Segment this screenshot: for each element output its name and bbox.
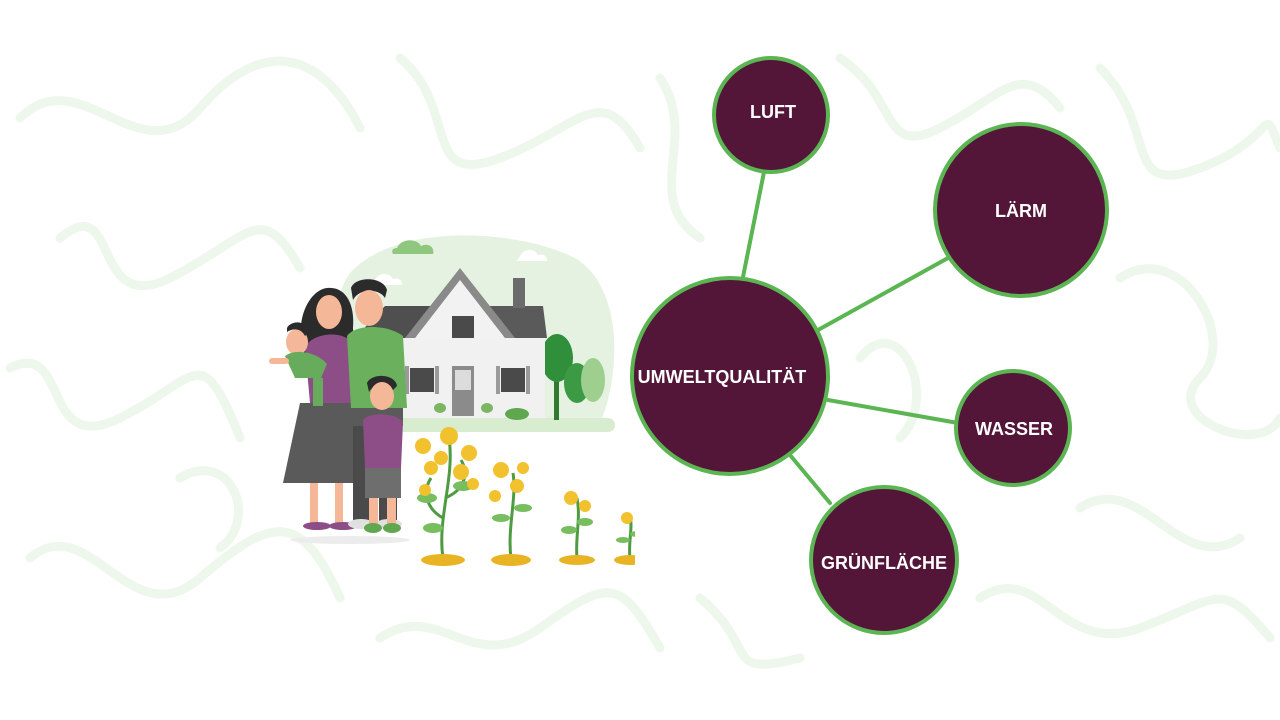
node-luft[interactable]: LUFT	[712, 56, 830, 174]
connector-luft	[740, 170, 766, 284]
node-luft-label: LUFT	[750, 102, 796, 122]
node-center-label: UMWELTQUALITÄT	[638, 367, 807, 387]
node-gruenflaeche[interactable]: GRÜNFLÄCHE	[809, 485, 959, 635]
node-laerm[interactable]: LÄRM	[933, 122, 1109, 298]
family-house-money-plants-icon	[269, 235, 635, 566]
node-gruenflaeche-label: GRÜNFLÄCHE	[821, 553, 947, 573]
node-laerm-label: LÄRM	[995, 201, 1047, 221]
node-wasser[interactable]: WASSER	[954, 369, 1072, 487]
connector-wasser	[826, 398, 960, 425]
connectors	[740, 170, 960, 505]
connector-laerm	[816, 256, 950, 332]
background-pattern	[5, 53, 1280, 669]
node-center[interactable]: UMWELTQUALITÄT	[630, 276, 830, 476]
node-wasser-label: WASSER	[975, 419, 1053, 439]
connector-gruenflaeche	[788, 453, 832, 505]
